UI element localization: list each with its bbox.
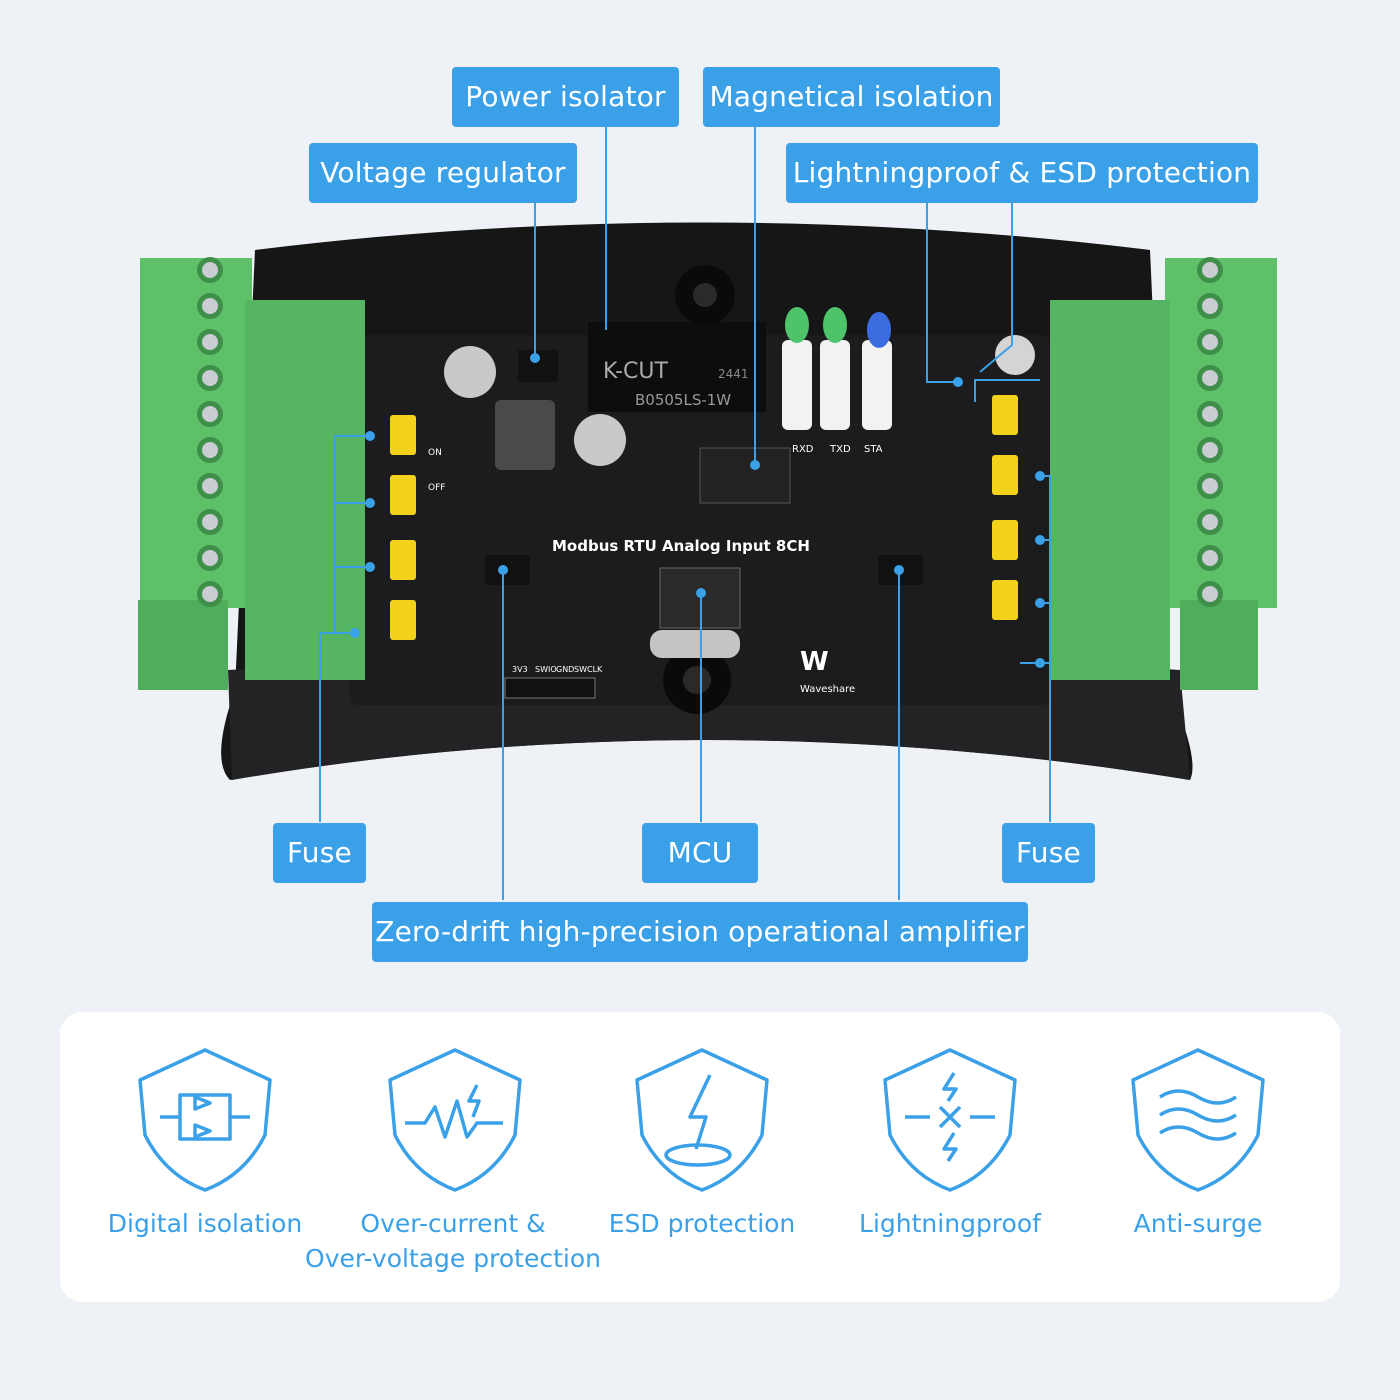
jumper-cap [992, 520, 1018, 560]
capacitor-1 [444, 346, 496, 398]
switch-off-label: OFF [428, 483, 445, 493]
debug-header: 3V3 SWIO GND SWCLK [504, 665, 603, 699]
pin-gnd: GND [556, 665, 574, 674]
power-isolator-module [588, 322, 766, 412]
status-leds: RXD TXD STA [782, 307, 892, 455]
isolator-brand: K-CUT [603, 359, 669, 384]
jumper-cap [390, 415, 416, 455]
jumper-cap [390, 475, 416, 515]
feature-label-digital-isolation: Digital isolation [107, 1209, 303, 1238]
feature-panel [60, 1012, 1340, 1302]
product-board-illustration: K-CUT 2441 B0505LS-1W RXD TXD STA Modbus… [138, 127, 1277, 900]
anti-surge-shield-icon [1131, 1048, 1265, 1192]
callout-fuse-right: Fuse [1002, 823, 1095, 883]
callout-lightningproof-esd: Lightningproof & ESD protection [786, 143, 1258, 203]
capacitor-2 [574, 414, 626, 466]
pin-swio: SWIO [535, 665, 557, 674]
inductor [495, 400, 555, 470]
isolator-date: 2441 [718, 367, 749, 381]
jumper-cap [992, 580, 1018, 620]
right-terminal-block [1050, 257, 1277, 690]
over-current-shield-icon [388, 1048, 522, 1192]
feature-label-over-current: Over-current & Over-voltage protection [305, 1209, 601, 1273]
callout-dots [350, 353, 1045, 668]
feature-label-esd-protection: ESD protection [608, 1209, 796, 1238]
lightning-shield-icon [883, 1048, 1017, 1192]
left-terminal-block [138, 257, 365, 690]
led-txd-label: TXD [829, 444, 851, 455]
brand-name: Waveshare [800, 684, 855, 695]
callout-mcu: MCU [642, 823, 758, 883]
callout-op-amp: Zero-drift high-precision operational am… [372, 902, 1028, 962]
digital-isolation-shield-icon [138, 1048, 272, 1192]
right-jumpers [992, 395, 1018, 620]
switch-on-label: ON [428, 448, 442, 458]
callout-voltage-regulator: Voltage regulator [309, 143, 577, 203]
isolator-model: B0505LS-1W [635, 391, 731, 409]
callout-fuse-left: Fuse [273, 823, 366, 883]
callout-magnetical-isolation: Magnetical isolation [703, 67, 1000, 127]
feature-label-lightningproof: Lightningproof [859, 1209, 1041, 1238]
callout-power-isolator: Power isolator [452, 67, 679, 127]
jumper-cap [390, 600, 416, 640]
led-rxd-label: RXD [792, 444, 814, 455]
pcb-title: Modbus RTU Analog Input 8CH [552, 537, 810, 555]
feature-label-anti-surge: Anti-surge [1133, 1209, 1263, 1238]
jumper-cap [992, 455, 1018, 495]
esd-shield-icon [635, 1048, 769, 1192]
pin-swclk: SWCLK [574, 665, 603, 674]
led-sta-label: STA [864, 444, 883, 455]
left-jumpers [390, 415, 416, 640]
jumper-cap [390, 540, 416, 580]
magnetic-isolator-chip [699, 447, 791, 504]
pin-3v3: 3V3 [512, 665, 528, 674]
jumper-cap [992, 395, 1018, 435]
waveshare-logo-mark: W [800, 647, 829, 677]
crystal [650, 630, 740, 658]
